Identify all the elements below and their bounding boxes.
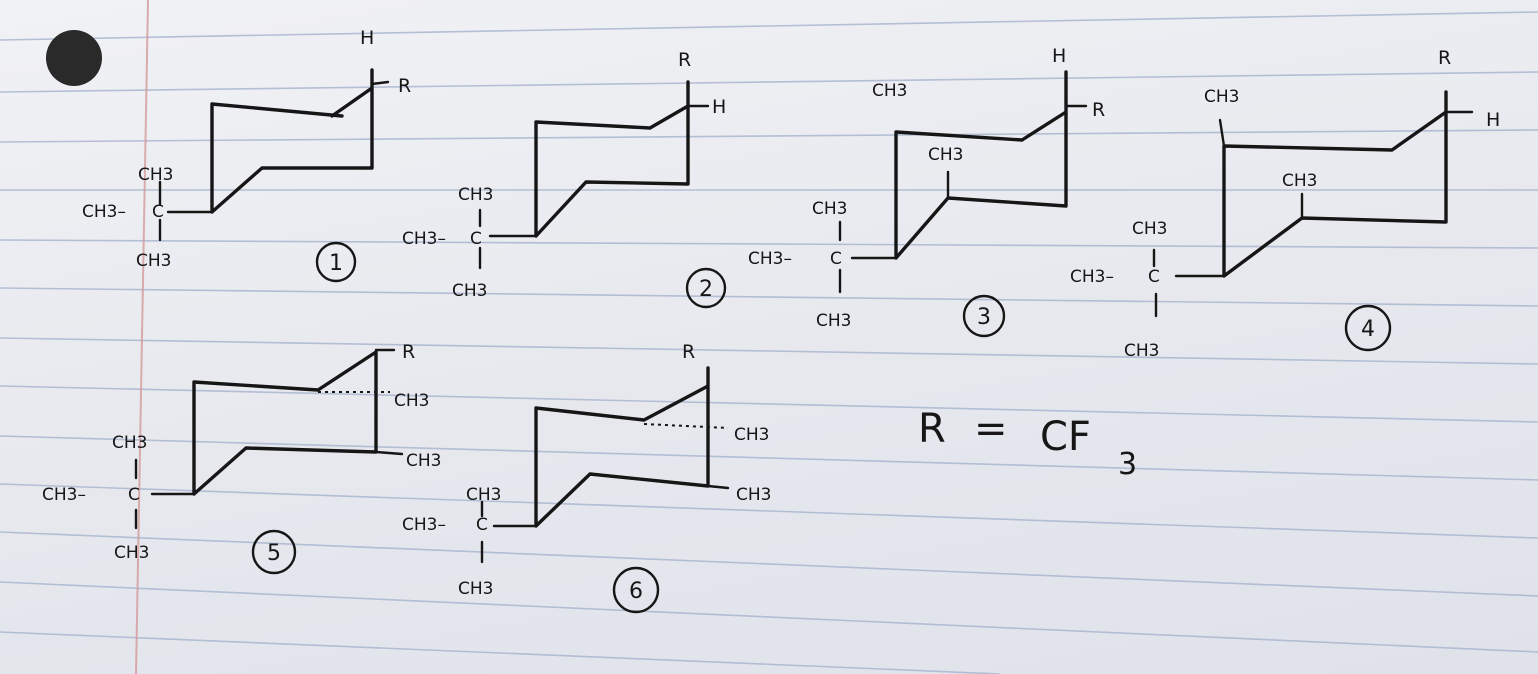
label-side: R (1092, 99, 1105, 121)
label-upper-left: CH3 (872, 81, 907, 101)
tbutyl-top: CH3 (812, 199, 847, 219)
chair-ring (192, 350, 378, 496)
bonds (1152, 110, 1474, 318)
label-ring-axial: CH3 (1282, 171, 1317, 191)
tbutyl-bottom: CH3 (816, 311, 851, 331)
label-lower: CH3 (736, 485, 771, 505)
label-top: H (1052, 45, 1066, 67)
tbutyl-bottom: CH3 (136, 251, 171, 271)
number-circle (612, 566, 660, 614)
tbutyl-carbon: C (152, 202, 164, 222)
tbutyl-carbon: C (128, 485, 140, 505)
label-side: H (712, 96, 726, 118)
bonds (480, 484, 730, 564)
label-side: CH3 (394, 391, 429, 411)
definition-subscript: 3 (1118, 447, 1137, 482)
bonds (158, 80, 390, 242)
chair-ring (534, 80, 690, 238)
structure-1: H R CH3 CH3– C CH3 1 (82, 27, 411, 283)
tbutyl-top: CH3 (1132, 219, 1167, 239)
chair-ring (534, 366, 710, 528)
bonds (134, 348, 404, 530)
tbutyl-carbon: C (470, 229, 482, 249)
label-top: R (1438, 47, 1451, 69)
structure-number: 6 (629, 579, 643, 604)
number-circle (251, 529, 297, 575)
structure-number: 4 (1361, 317, 1375, 342)
structure-4: R H CH3 CH3 CH3 CH3– C CH3 4 (1070, 47, 1500, 361)
label-lower: CH3 (406, 451, 441, 471)
chair-ring (210, 68, 374, 214)
tbutyl-left: CH3– (402, 229, 446, 249)
tbutyl-bottom: CH3 (452, 281, 487, 301)
tbutyl-bottom: CH3 (458, 579, 493, 599)
binder-hole (46, 30, 102, 86)
tbutyl-top: CH3 (112, 433, 147, 453)
tbutyl-left: CH3– (1070, 267, 1114, 287)
label-top: R (402, 341, 415, 363)
structure-2: R H CH3 CH3– C CH3 2 (402, 49, 727, 309)
tbutyl-top: CH3 (458, 185, 493, 205)
tbutyl-bottom: CH3 (114, 543, 149, 563)
bonds (838, 104, 1088, 294)
structure-number: 3 (977, 305, 991, 330)
structure-5: R CH3 CH3 CH3 CH3– C CH3 5 (42, 341, 441, 575)
tbutyl-left: CH3– (42, 485, 86, 505)
structure-6: R CH3 CH3 CH3 CH3– C CH3 6 (402, 341, 771, 614)
tbutyl-carbon: C (1148, 267, 1160, 287)
definition-rhs: CF (1040, 414, 1091, 460)
tbutyl-top: CH3 (138, 165, 173, 185)
label-side: R (398, 75, 411, 97)
label-upper-left: CH3 (1204, 87, 1239, 107)
tbutyl-left: CH3– (82, 202, 126, 222)
structure-number: 5 (267, 541, 281, 566)
tbutyl-top: CH3 (466, 485, 501, 505)
structure-number: 2 (699, 277, 713, 302)
number-circle (685, 267, 727, 309)
label-ring-axial: CH3 (928, 145, 963, 165)
label-side: H (1486, 109, 1500, 131)
tbutyl-left: CH3– (748, 249, 792, 269)
tbutyl-left: CH3– (402, 515, 446, 535)
number-circle (962, 294, 1006, 338)
number-circle (315, 241, 357, 283)
label-top: H (360, 27, 374, 49)
chair-ring (1222, 90, 1448, 278)
hashed-bond (643, 423, 729, 429)
tbutyl-bottom: CH3 (1124, 341, 1159, 361)
bonds (478, 104, 710, 270)
definition-lhs: R (918, 406, 946, 452)
number-circle (1344, 304, 1392, 352)
label-side: CH3 (734, 425, 769, 445)
structure-3: H R CH3 CH3 CH3 CH3– C CH3 3 (748, 45, 1105, 338)
r-group-definition: R = CF 3 (918, 406, 1137, 482)
tbutyl-carbon: C (476, 515, 488, 535)
structure-number: 1 (329, 251, 343, 276)
tbutyl-carbon: C (830, 249, 842, 269)
definition-equals: = (974, 406, 1008, 452)
chair-ring (894, 70, 1068, 260)
label-top: R (678, 49, 691, 71)
label-top: R (682, 341, 695, 363)
